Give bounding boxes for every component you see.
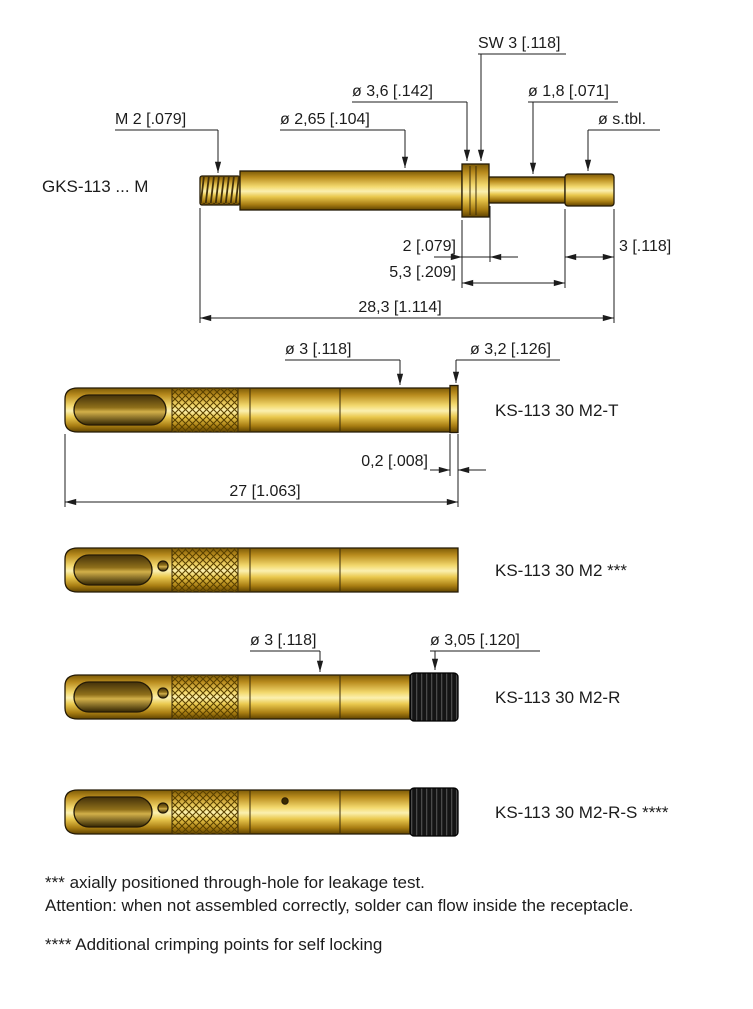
ks-t-part-label: KS-113 30 M2-T: [495, 401, 618, 420]
footnote-crimping: **** Additional crimping points for self…: [45, 935, 382, 954]
footnotes: *** axially positioned through-hole for …: [45, 873, 633, 954]
callout-sw3-label: SW 3 [.118]: [478, 35, 560, 52]
ks-r-drawing: ø 3 [.118] ø 3,05 [.120] KS-113 30 M2-R: [64, 632, 620, 722]
gks-probe-body: [199, 163, 615, 218]
ks-r-callouts: ø 3 [.118] ø 3,05 [.120]: [250, 632, 540, 672]
receptacle-slot: [73, 394, 167, 426]
receptacle-slot: [73, 796, 153, 828]
crimp-knurl-band: [172, 388, 238, 432]
crimp-knurl-band: [172, 790, 238, 834]
gks-part-label: GKS-113 ... M: [42, 177, 148, 196]
leakage-test-hole: [157, 802, 169, 814]
receptacle-tube: [64, 547, 459, 593]
ks-r-receptacle-body: [64, 672, 459, 722]
gks-callouts: SW 3 [.118] ø 3,6 [.142] ø 1,8 [.071] M …: [115, 35, 660, 174]
knurled-grip-sleeve: [409, 787, 459, 837]
leakage-test-hole: [157, 687, 169, 699]
ks-t-dimensions: 0,2 [.008] 27 [1.063]: [64, 434, 486, 507]
dim-283-label: 28,3 [1.114]: [358, 299, 441, 316]
callout-dia36-label: ø 3,6 [.142]: [352, 83, 433, 100]
dim-2-label: 2 [.079]: [403, 238, 456, 255]
callout-dia305-label: ø 3,05 [.120]: [430, 632, 520, 649]
receptacle-slot: [73, 681, 153, 713]
dim-53-label: 5,3 [.209]: [389, 264, 456, 281]
crimp-knurl-band: [172, 675, 238, 719]
leakage-test-hole: [157, 560, 169, 572]
dim-27-label: 27 [1.063]: [229, 483, 300, 500]
dim-3-label: 3 [.118]: [619, 238, 671, 255]
probe-thread-hatch: [200, 176, 240, 205]
gks-probe-drawing: GKS-113 ... M SW 3 [.118] ø 3,6 [.142] ø…: [42, 35, 671, 323]
callout-dia18-label: ø 1,8 [.071]: [528, 83, 609, 100]
ks-m2-part-label: KS-113 30 M2 ***: [495, 561, 627, 580]
probe-tip: [564, 173, 615, 207]
ks-t-receptacle-body: [64, 384, 459, 434]
ks-rs-drawing: KS-113 30 M2-R-S ****: [64, 787, 669, 837]
receptacle-flange: [449, 384, 459, 434]
footnote-attention: Attention: when not assembled correctly,…: [45, 896, 633, 915]
footnote-leakage: *** axially positioned through-hole for …: [45, 873, 425, 892]
callout-m2-label: M 2 [.079]: [115, 111, 186, 128]
callout-dia265-label: ø 2,65 [.104]: [280, 111, 370, 128]
ks-m2-receptacle-body: [64, 547, 459, 593]
callout-stbl-label: ø s.tbl.: [598, 111, 646, 128]
dim-02-label: 0,2 [.008]: [361, 453, 428, 470]
callout-dia3-label: ø 3 [.118]: [285, 341, 351, 358]
receptacle-slot: [73, 554, 153, 586]
knurled-grip-sleeve: [409, 672, 459, 722]
ks-m2-drawing: KS-113 30 M2 ***: [64, 547, 627, 593]
crimping-point-dot: [281, 797, 289, 805]
ks-t-callouts: ø 3 [.118] ø 3,2 [.126]: [285, 341, 560, 385]
crimp-knurl-band: [172, 548, 238, 592]
ks-r-part-label: KS-113 30 M2-R: [495, 688, 620, 707]
ks-rs-receptacle-body: [64, 787, 459, 837]
gks-dimensions: 2 [.079] 5,3 [.209] 3 [.118] 28,3 [1.114…: [199, 206, 671, 323]
probe-barrel: [239, 170, 463, 211]
ks-rs-part-label: KS-113 30 M2-R-S ****: [495, 803, 669, 822]
ks-t-drawing: ø 3 [.118] ø 3,2 [.126] 0,2 [.008] 27 [1…: [64, 341, 618, 507]
callout-dia32-label: ø 3,2 [.126]: [470, 341, 551, 358]
callout-dia3-label: ø 3 [.118]: [250, 632, 316, 649]
probe-plunger-rod: [488, 176, 566, 204]
